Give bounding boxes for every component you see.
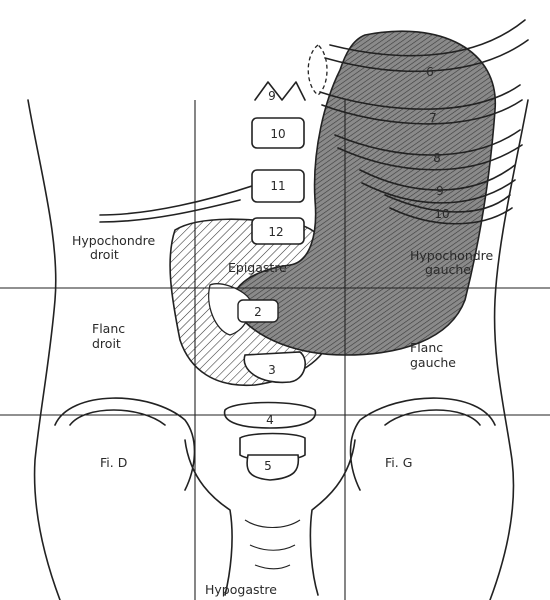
label-flanc-droit-2: droit (92, 336, 121, 351)
label-hypogastre: Hypogastre (205, 582, 277, 597)
rib-label-8: 8 (433, 151, 441, 165)
label-hypochondre-gauche-2: gauche (425, 262, 471, 277)
body-outline-right (490, 100, 528, 600)
vertebra-label-4: 4 (266, 413, 274, 427)
body-outline-left (28, 100, 60, 600)
left-hip-crest (55, 398, 194, 490)
label-fosse-iliaque-droite: Fi. D (100, 455, 127, 470)
vertebra-label-11: 11 (270, 179, 285, 193)
left-hip-inner (70, 410, 165, 425)
sacrum (185, 440, 232, 595)
vertebra-label-12: 12 (268, 225, 283, 239)
sacrum-right (310, 440, 355, 595)
label-epigastre: Epigastre (228, 260, 287, 275)
right-hip-crest (351, 398, 495, 490)
vertebra-label-3: 3 (268, 363, 276, 377)
vertebra-label-2: 2 (254, 305, 262, 319)
pelvic-detail (245, 520, 300, 569)
label-fosse-iliaque-gauche: Fi. G (385, 455, 412, 470)
costal-margin-left-2 (100, 200, 240, 222)
rib-label-10: 10 (434, 207, 449, 221)
vertebra-label-5: 5 (264, 459, 272, 473)
costal-margin-left (100, 185, 255, 215)
label-flanc-gauche-2: gauche (410, 355, 456, 370)
vertebra-label-10: 10 (270, 127, 285, 141)
rib-label-9: 9 (436, 184, 444, 198)
vertebra-label-9: 9 (268, 89, 276, 103)
xiphoid (308, 45, 327, 95)
label-hypochondre-gauche-1: Hypochondre (410, 248, 494, 263)
rib-label-7: 7 (429, 111, 437, 125)
label-hypochondre-droit-1: Hypochondre (72, 233, 156, 248)
right-hip-inner (385, 410, 480, 425)
label-hypochondre-droit-2: droit (90, 247, 119, 262)
label-flanc-gauche-1: Flanc (410, 340, 443, 355)
label-flanc-droit-1: Flanc (92, 321, 125, 336)
rib-label-6: 6 (426, 65, 434, 79)
